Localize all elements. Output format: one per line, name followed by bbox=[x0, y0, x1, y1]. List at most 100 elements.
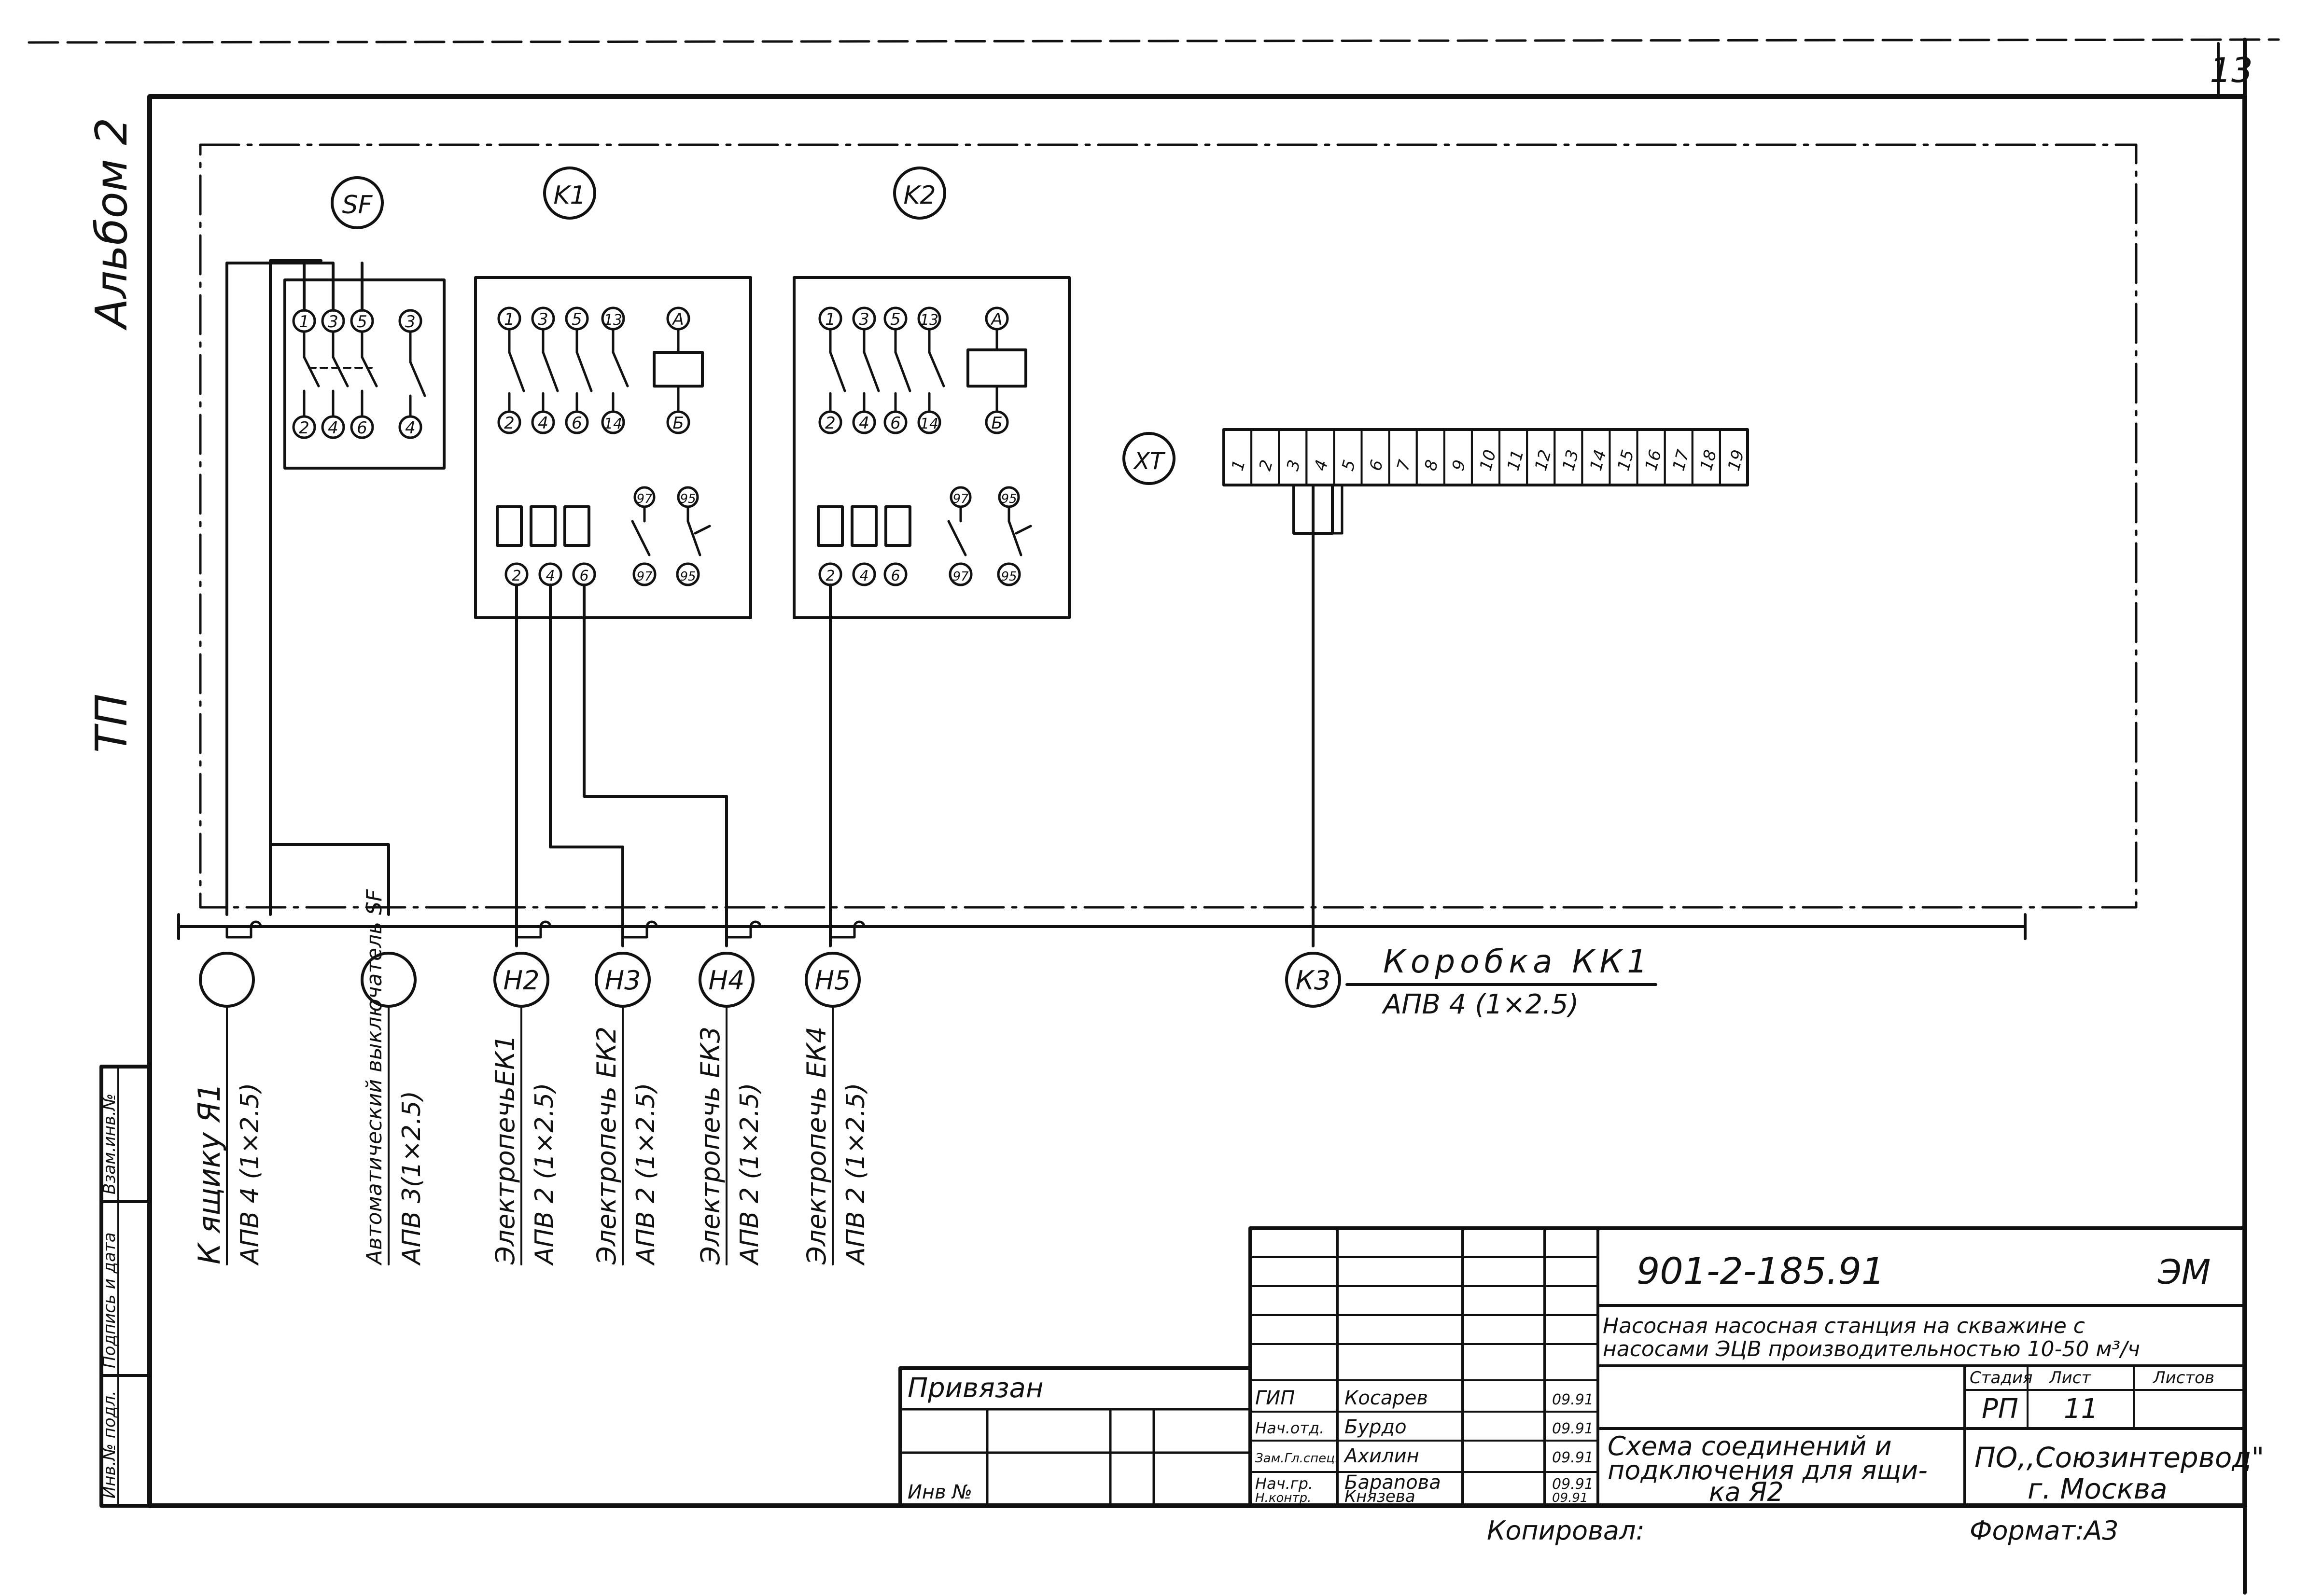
copied-label: Копировал: bbox=[1487, 1515, 1645, 1546]
xt-terminal-label: 13 bbox=[1559, 448, 1583, 473]
svg-text:3: 3 bbox=[405, 312, 416, 332]
svg-text:6: 6 bbox=[579, 568, 588, 584]
svg-text:2: 2 bbox=[825, 414, 836, 433]
k1-label: K1 bbox=[543, 167, 596, 220]
svg-text:4: 4 bbox=[546, 568, 555, 584]
sf-label: SF bbox=[331, 176, 384, 229]
role-date-2: 09.91 bbox=[1552, 1420, 1594, 1437]
sf-contacts bbox=[303, 330, 426, 417]
doc-code: ЭМ bbox=[2157, 1252, 2211, 1292]
svg-text:2: 2 bbox=[512, 568, 521, 584]
k2-top-terminals: 1 3 5 13 A bbox=[818, 306, 1009, 331]
role-4: Нач.гр. bbox=[1255, 1474, 1313, 1493]
cable-spec-5: АПВ 2 (1×2.5) bbox=[735, 1083, 764, 1266]
role-name-3: Ахилин bbox=[1343, 1445, 1419, 1467]
k2-contactor: 1 3 5 13 A bbox=[793, 276, 1071, 619]
svg-text:95: 95 bbox=[1001, 569, 1017, 584]
xt-terminal-cell: 11 bbox=[1498, 429, 1528, 486]
svg-text:4: 4 bbox=[405, 418, 416, 438]
svg-text:К3: К3 bbox=[1296, 965, 1331, 996]
role-1: ГИП bbox=[1255, 1387, 1295, 1409]
role-date-4: 09.91 bbox=[1552, 1476, 1594, 1493]
xt-terminal-label: 11 bbox=[1504, 448, 1528, 473]
cable-spec-1: АПВ 4 (1×2.5) bbox=[236, 1083, 265, 1266]
sheets-header: Листов bbox=[2152, 1368, 2214, 1388]
xt-terminal-cell: 9 bbox=[1443, 429, 1473, 486]
k2-mid-terminals: 2 4 6 14 Б bbox=[818, 410, 1009, 434]
xt-terminal-cell: 4 bbox=[1305, 429, 1335, 486]
xt-terminal-label: 2 bbox=[1256, 458, 1277, 473]
svg-text:13: 13 bbox=[920, 312, 938, 329]
xt-terminal-label: 5 bbox=[1338, 458, 1359, 473]
svg-text:4: 4 bbox=[328, 418, 338, 438]
role-date-1: 09.91 bbox=[1552, 1391, 1594, 1408]
svg-text:5: 5 bbox=[357, 312, 367, 332]
sheet-frame bbox=[147, 94, 2247, 1508]
role-date-3: 09.91 bbox=[1552, 1449, 1594, 1466]
k1-top-terminals: 1 3 5 13 A bbox=[497, 306, 690, 331]
tp-label: ТП bbox=[86, 694, 137, 753]
xt-terminal-cell: 1 bbox=[1223, 429, 1253, 486]
box-kk1-label: Коробка КК1 АПВ 4 (1×2.5) bbox=[1345, 943, 1657, 1020]
xt-terminal-cell: 12 bbox=[1526, 429, 1556, 486]
svg-text:13: 13 bbox=[604, 312, 622, 329]
svg-text:Н4: Н4 bbox=[709, 965, 745, 996]
cable-dest-1: К ящику Я1 bbox=[192, 1083, 227, 1264]
stage-header: Стадия bbox=[1970, 1368, 2032, 1388]
svg-text:5: 5 bbox=[890, 310, 901, 329]
xt-terminal-cell: 2 bbox=[1250, 429, 1280, 486]
svg-text:3: 3 bbox=[328, 312, 338, 332]
svg-text:2: 2 bbox=[504, 414, 515, 433]
role-name-2: Бурдо bbox=[1344, 1416, 1407, 1438]
k1-mid-terminals: 2 4 6 14 Б bbox=[497, 410, 690, 434]
xt-terminal-label: 18 bbox=[1696, 448, 1721, 473]
cable-spec-6: АПВ 2 (1×2.5) bbox=[841, 1083, 870, 1266]
svg-text:A: A bbox=[672, 310, 684, 329]
org-line-1: ПО,,Союзинтервод" bbox=[1974, 1441, 2264, 1474]
svg-text:A: A bbox=[990, 310, 1002, 329]
xt-terminal-cell: 10 bbox=[1470, 429, 1501, 486]
svg-text:XT: XT bbox=[1133, 448, 1166, 475]
svg-text:97: 97 bbox=[952, 569, 969, 584]
cable-labels: К ящику Я1 АПВ 4 (1×2.5) Автоматический … bbox=[192, 889, 870, 1266]
k2-contacts bbox=[829, 328, 1027, 413]
svg-text:14: 14 bbox=[604, 416, 622, 432]
xt-terminal-cell: 13 bbox=[1553, 429, 1583, 486]
svg-text:2: 2 bbox=[826, 568, 835, 584]
inv-no-label: Инв № bbox=[908, 1481, 972, 1503]
svg-text:2: 2 bbox=[299, 418, 309, 438]
svg-text:Б: Б bbox=[672, 414, 684, 433]
top-trim-line bbox=[28, 38, 2280, 44]
role-name-4: Бараnова bbox=[1344, 1471, 1441, 1494]
doc-number: 901-2-185.91 bbox=[1637, 1249, 1885, 1292]
svg-text:Н2: Н2 bbox=[504, 965, 540, 996]
cable-marker-1 bbox=[199, 952, 255, 1008]
xt-terminal-cell: 16 bbox=[1636, 429, 1666, 486]
enclosure-boundary bbox=[199, 143, 2138, 909]
svg-text:K2: K2 bbox=[903, 181, 936, 210]
svg-text:95: 95 bbox=[1001, 492, 1017, 506]
k2-bottom-terminals: 2 4 6 97 95 bbox=[818, 562, 1021, 586]
svg-text:4: 4 bbox=[538, 414, 548, 433]
stamp-cell-sign: Подпись и дата bbox=[100, 1232, 119, 1368]
role-date-5: 09.91 bbox=[1552, 1491, 1588, 1505]
xt-terminal-cell: 3 bbox=[1278, 429, 1308, 486]
project-line-1: Насосная насосная станция на скважине с bbox=[1603, 1314, 2085, 1338]
role-3: Зам.Гл.спец. bbox=[1255, 1451, 1339, 1466]
xt-terminal-label: 19 bbox=[1724, 448, 1749, 473]
xt-terminal-cell: 14 bbox=[1581, 429, 1611, 486]
sheet-header: Лист bbox=[2048, 1368, 2091, 1388]
k1-contacts bbox=[508, 328, 704, 413]
xt-terminal-cell: 17 bbox=[1664, 429, 1693, 486]
svg-text:1: 1 bbox=[825, 310, 836, 329]
svg-text:1: 1 bbox=[299, 312, 309, 332]
drawing-title-1: Схема соединений и bbox=[1608, 1431, 1892, 1461]
cable-dest-3: ЭлектропечьЕК1 bbox=[490, 1035, 520, 1265]
cable-dest-6: Электропечь ЕК4 bbox=[801, 1027, 832, 1265]
svg-text:Б: Б bbox=[991, 414, 1002, 433]
box-spec: АПВ 4 (1×2.5) bbox=[1382, 989, 1579, 1020]
role-name-1: Косарев bbox=[1344, 1387, 1428, 1409]
